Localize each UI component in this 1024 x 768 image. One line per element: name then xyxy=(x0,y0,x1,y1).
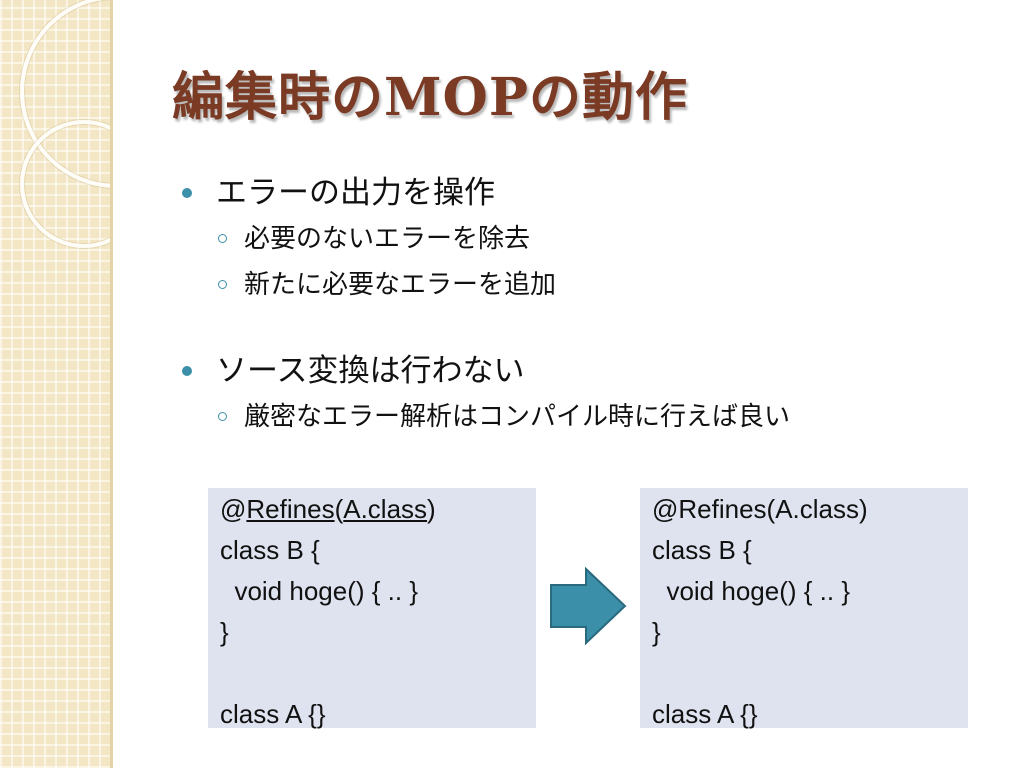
code-line: } xyxy=(652,617,661,647)
code-line: } xyxy=(220,617,229,647)
sub-bullet-item: 新たに必要なエラーを追加 xyxy=(178,262,998,308)
sub-bullet-item: 厳密なエラー解析はコンパイル時に行えば良い xyxy=(178,394,998,440)
bullet-dot-icon xyxy=(182,188,192,198)
code-line: class A {} xyxy=(220,699,326,729)
slide-title: 編集時のMOPの動作 xyxy=(172,67,688,128)
sub-bullet-circle-icon xyxy=(218,412,227,421)
bullet-item: エラーの出力を操作 xyxy=(178,170,998,216)
code-after-box: @Refines(A.class) class B { void hoge() … xyxy=(640,488,968,729)
sub-bullet-text: 厳密なエラー解析はコンパイル時に行えば良い xyxy=(244,402,791,432)
annotation-name: Refines xyxy=(246,494,335,524)
sub-bullet-text: 新たに必要なエラーを追加 xyxy=(244,270,557,300)
code-line: void hoge() { .. } xyxy=(652,576,851,606)
code-line: class B { xyxy=(652,535,752,565)
sidebar-edge xyxy=(110,0,113,768)
bullet-text: ソース変換は行わない xyxy=(216,353,525,389)
code-line: void hoge() { .. } xyxy=(220,576,419,606)
right-arrow-icon xyxy=(550,566,627,646)
sub-bullet-text: 必要のないエラーを除去 xyxy=(244,224,531,254)
code-line xyxy=(652,654,968,695)
annotation-arg: A.class xyxy=(343,494,428,524)
bullet-text: エラーの出力を操作 xyxy=(216,175,495,211)
code-line: class A {} xyxy=(652,699,758,729)
annotation-at: @ xyxy=(220,494,247,524)
sub-bullet-circle-icon xyxy=(218,234,227,243)
annotation-paren: ) xyxy=(427,494,436,524)
sub-bullet-item: 必要のないエラーを除去 xyxy=(178,216,998,262)
bullet-list: エラーの出力を操作 必要のないエラーを除去 新たに必要なエラーを追加 ソース変換… xyxy=(178,170,998,440)
code-before-box: @Refines(A.class) class B { void hoge() … xyxy=(208,488,536,729)
annotation-line: @Refines(A.class) xyxy=(220,490,536,531)
bullet-item: ソース変換は行わない xyxy=(178,348,998,394)
bullet-dot-icon xyxy=(182,366,192,376)
code-line: @Refines(A.class) xyxy=(652,494,868,524)
code-line xyxy=(220,654,536,695)
code-line: class B { xyxy=(220,535,320,565)
sub-bullet-circle-icon xyxy=(218,280,227,289)
decorative-sidebar xyxy=(0,0,113,768)
annotation-paren: ( xyxy=(334,494,344,524)
